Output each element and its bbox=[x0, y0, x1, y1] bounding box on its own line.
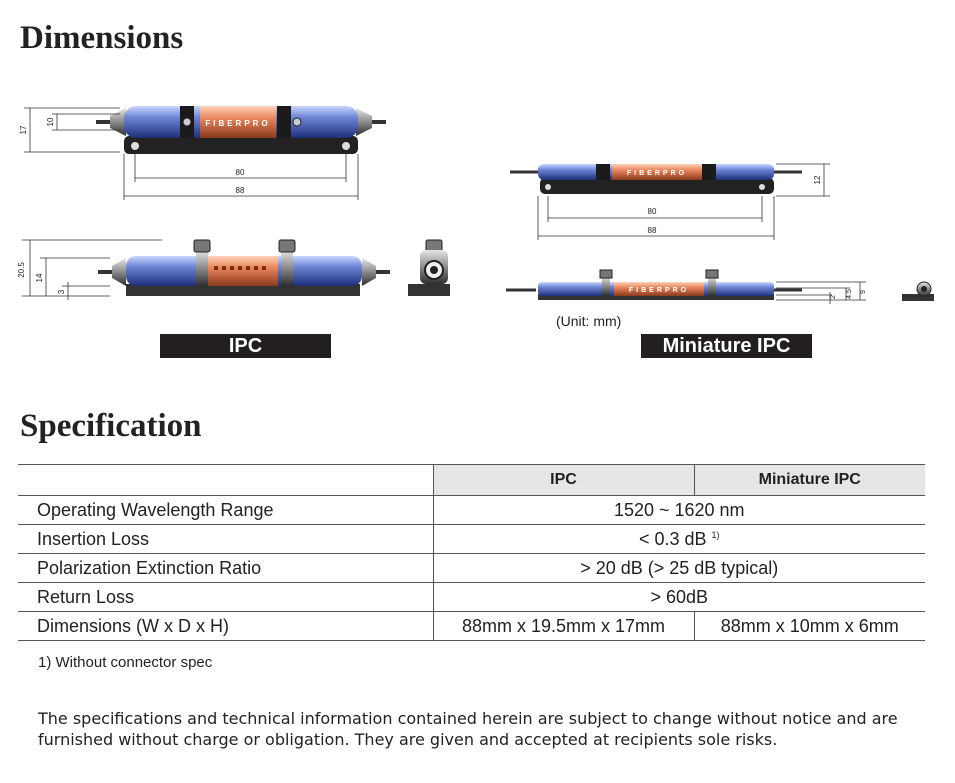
param-cell: Dimensions (W x D x H) bbox=[18, 611, 433, 641]
mini-side-brand-text: FIBERPRO bbox=[629, 287, 689, 294]
specification-table: IPC Miniature IPC Operating Wavelength R… bbox=[18, 464, 925, 641]
specification-heading: Specification bbox=[20, 408, 202, 444]
ipc-dim-17: 17 bbox=[19, 125, 28, 134]
dimension-drawings: FIBERPRO 17 10 80 88 bbox=[17, 106, 934, 304]
ipc-dim-80: 80 bbox=[236, 168, 245, 177]
mini-dim-12: 12 bbox=[813, 175, 822, 184]
table-row: Return Loss > 60dB bbox=[18, 582, 925, 612]
header-blank bbox=[18, 464, 433, 496]
ipc-dim-3: 3 bbox=[57, 289, 66, 294]
param-cell: Polarization Extinction Ratio bbox=[18, 553, 433, 583]
table-row: Dimensions (W x D x H) 88mm x 19.5mm x 1… bbox=[18, 611, 925, 641]
ipc-label: IPC bbox=[160, 334, 331, 358]
param-cell: Return Loss bbox=[18, 582, 433, 612]
ipc-dim-10: 10 bbox=[46, 117, 55, 126]
mini-dim-45: 4.5 bbox=[846, 289, 853, 299]
disclaimer: The specifications and technical informa… bbox=[38, 709, 898, 749]
mini-side-view: FIBERPRO 9 4.5 2 bbox=[506, 269, 867, 304]
header-ipc: IPC bbox=[432, 464, 694, 496]
value-cell: > 60dB bbox=[432, 582, 925, 612]
mini-dim-9: 9 bbox=[860, 290, 867, 294]
ipc-dim-14: 14 bbox=[35, 273, 44, 282]
value-cell: > 20 dB (> 25 dB typical) bbox=[432, 553, 925, 583]
footnote-ref: 1) bbox=[711, 529, 720, 540]
ipc-end-view bbox=[408, 239, 450, 296]
table-header-row: IPC Miniature IPC bbox=[18, 464, 925, 496]
ipc-dim-205: 20.5 bbox=[17, 262, 26, 278]
mini-dim-88: 88 bbox=[648, 226, 657, 235]
unit-note: (Unit: mm) bbox=[556, 313, 622, 329]
dimensions-heading: Dimensions bbox=[20, 20, 184, 56]
ipc-top-view: FIBERPRO 17 10 80 88 bbox=[19, 106, 386, 200]
table-row: Insertion Loss < 0.3 dB 1) bbox=[18, 524, 925, 554]
ipc-side-view: 20.5 14 3 bbox=[17, 239, 390, 300]
value-cell: < 0.3 dB 1) bbox=[432, 524, 925, 554]
mini-top-view: FIBERPRO 12 80 88 bbox=[510, 163, 830, 240]
value-cell: 1520 ~ 1620 nm bbox=[432, 495, 925, 525]
header-miniature-ipc: Miniature IPC bbox=[693, 464, 925, 496]
footnote: 1) Without connector spec bbox=[38, 654, 213, 671]
param-cell: Operating Wavelength Range bbox=[18, 495, 433, 525]
mini-dim-2: 2 bbox=[830, 295, 837, 299]
ipc-value-cell: 88mm x 19.5mm x 17mm bbox=[432, 611, 694, 641]
ipc-dim-88: 88 bbox=[236, 186, 245, 195]
mini-brand-text: FIBERPRO bbox=[627, 170, 687, 177]
value-text: < 0.3 dB bbox=[638, 528, 707, 549]
table-row: Operating Wavelength Range 1520 ~ 1620 n… bbox=[18, 495, 925, 525]
mini-end-view bbox=[902, 281, 934, 301]
table-row: Polarization Extinction Ratio > 20 dB (>… bbox=[18, 553, 925, 583]
mini-dim-80: 80 bbox=[648, 207, 657, 216]
ipc-brand-text: FIBERPRO bbox=[205, 119, 270, 128]
param-cell: Insertion Loss bbox=[18, 524, 433, 554]
miniature-ipc-label: Miniature IPC bbox=[641, 334, 812, 358]
mini-value-cell: 88mm x 10mm x 6mm bbox=[693, 611, 925, 641]
